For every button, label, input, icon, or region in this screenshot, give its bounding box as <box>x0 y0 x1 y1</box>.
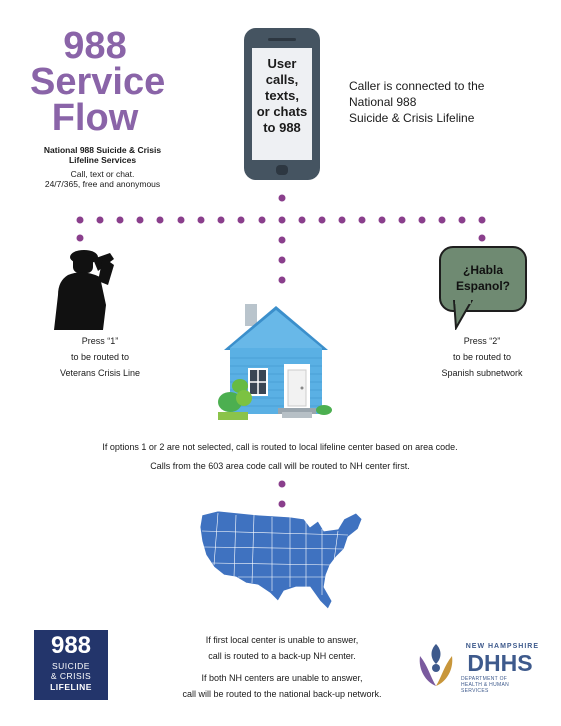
us-map-icon <box>199 510 363 610</box>
phone-home-button <box>276 165 288 175</box>
backup-line: call will be routed to the national back… <box>182 689 382 699</box>
connector-dot <box>278 256 286 264</box>
connector-dot <box>76 234 84 242</box>
screen-line: to 988 <box>263 120 301 135</box>
screen-line: texts, <box>265 88 299 103</box>
connector-dot <box>278 216 286 224</box>
connector-dot <box>458 216 466 224</box>
dhhs-emblem-icon <box>419 644 453 686</box>
connector-dot <box>278 480 286 488</box>
connector-dot <box>217 216 225 224</box>
routing-text: If options 1 or 2 are not selected, call… <box>40 438 520 476</box>
988-lifeline-logo <box>34 630 108 700</box>
subtitle: National 988 Suicide & Crisis Lifeline S… <box>43 145 162 165</box>
connector-dot <box>96 216 104 224</box>
backup-line: If first local center is unable to answe… <box>205 635 359 645</box>
connector-dot <box>478 234 486 242</box>
connector-dot <box>197 216 205 224</box>
phone-screen-text: User calls, texts, or chats to 988 <box>252 56 312 136</box>
title-line-3: Flow <box>51 97 139 139</box>
veterans-line: to be routed to <box>70 352 130 362</box>
connector-dot <box>278 500 286 508</box>
connector-dot <box>478 216 486 224</box>
connector-dot <box>418 216 426 224</box>
tagline: Call, text or chat. 24/7/365, free and a… <box>30 169 175 189</box>
routing-line-2: Calls from the 603 area code call will b… <box>150 461 410 471</box>
connector-dot <box>258 216 266 224</box>
veterans-option-text: Press “1” to be routed to Veterans Crisi… <box>30 333 170 381</box>
screen-line: or chats <box>256 104 308 119</box>
connected-line: Caller is connected to the <box>349 79 485 93</box>
screen-line: User <box>267 56 297 71</box>
connector-dot <box>398 216 406 224</box>
speech-bubble-tail <box>452 300 474 330</box>
logo-988-line: SUICIDE <box>52 661 90 671</box>
title-line-1: 988 <box>63 25 127 67</box>
dhhs-dept-line: DEPARTMENT OF <box>461 676 508 682</box>
connected-line: Suicide & Crisis Lifeline <box>349 111 475 125</box>
bubble-line: ¿Habla <box>462 263 503 277</box>
backup-routing-text: If first local center is unable to answe… <box>150 632 414 702</box>
connector-dot <box>318 216 326 224</box>
veterans-line: Press “1” <box>81 336 119 346</box>
dhhs-name: DHHS <box>467 650 533 676</box>
backup-line: call is routed to a back-up NH center. <box>208 651 356 661</box>
routing-line-1: If options 1 or 2 are not selected, call… <box>102 442 458 452</box>
screen-line: calls, <box>265 72 299 87</box>
connector-dot <box>116 216 124 224</box>
tagline-line-2: 24/7/365, free and anonymous <box>44 179 161 189</box>
connector-dot <box>358 216 366 224</box>
bubble-line: Espanol? <box>455 279 510 293</box>
phone-screen <box>252 48 312 160</box>
tagline-line-1: Call, text or chat. <box>70 169 135 179</box>
spanish-option-text: Press “2” to be routed to Spanish subnet… <box>412 333 552 381</box>
connector-dot <box>76 216 84 224</box>
dhhs-department: DEPARTMENT OF HEALTH & HUMAN SERVICES <box>461 676 537 694</box>
logo-988-line: LIFELINE <box>50 682 92 692</box>
spanish-line: Press “2” <box>463 336 501 346</box>
connector-dot <box>237 216 245 224</box>
dhhs-state-label: NEW HAMPSHIRE <box>465 643 539 650</box>
connector-dot <box>278 276 286 284</box>
veterans-line: Veterans Crisis Line <box>59 368 141 378</box>
title-line-2: Service <box>30 61 166 103</box>
logo-988-number: 988 <box>50 632 92 659</box>
connector-dot <box>338 216 346 224</box>
connector-dot <box>378 216 386 224</box>
connected-text: Caller is connected to the National 988 … <box>349 78 529 126</box>
phone-speaker <box>268 38 296 41</box>
spanish-line: to be routed to <box>452 352 512 362</box>
connector-dot <box>298 216 306 224</box>
dhhs-dept-line: HEALTH & HUMAN SERVICES <box>461 682 510 694</box>
connected-line: National 988 <box>349 95 417 109</box>
speech-bubble-text: ¿Habla Espanol? <box>441 262 525 294</box>
connector-dot <box>438 216 446 224</box>
house-icon <box>218 304 332 420</box>
connector-dot <box>136 216 144 224</box>
connector-dot <box>156 216 164 224</box>
page-title: 988 Service Flow <box>30 25 166 139</box>
spanish-line: Spanish subnetwork <box>441 368 523 378</box>
connector-dot <box>278 194 286 202</box>
connector-dot <box>278 236 286 244</box>
connector-dot <box>177 216 185 224</box>
backup-line: If both NH centers are unable to answer, <box>201 673 363 683</box>
saluting-soldier-icon <box>54 250 114 330</box>
logo-988-line: & CRISIS <box>50 671 92 681</box>
